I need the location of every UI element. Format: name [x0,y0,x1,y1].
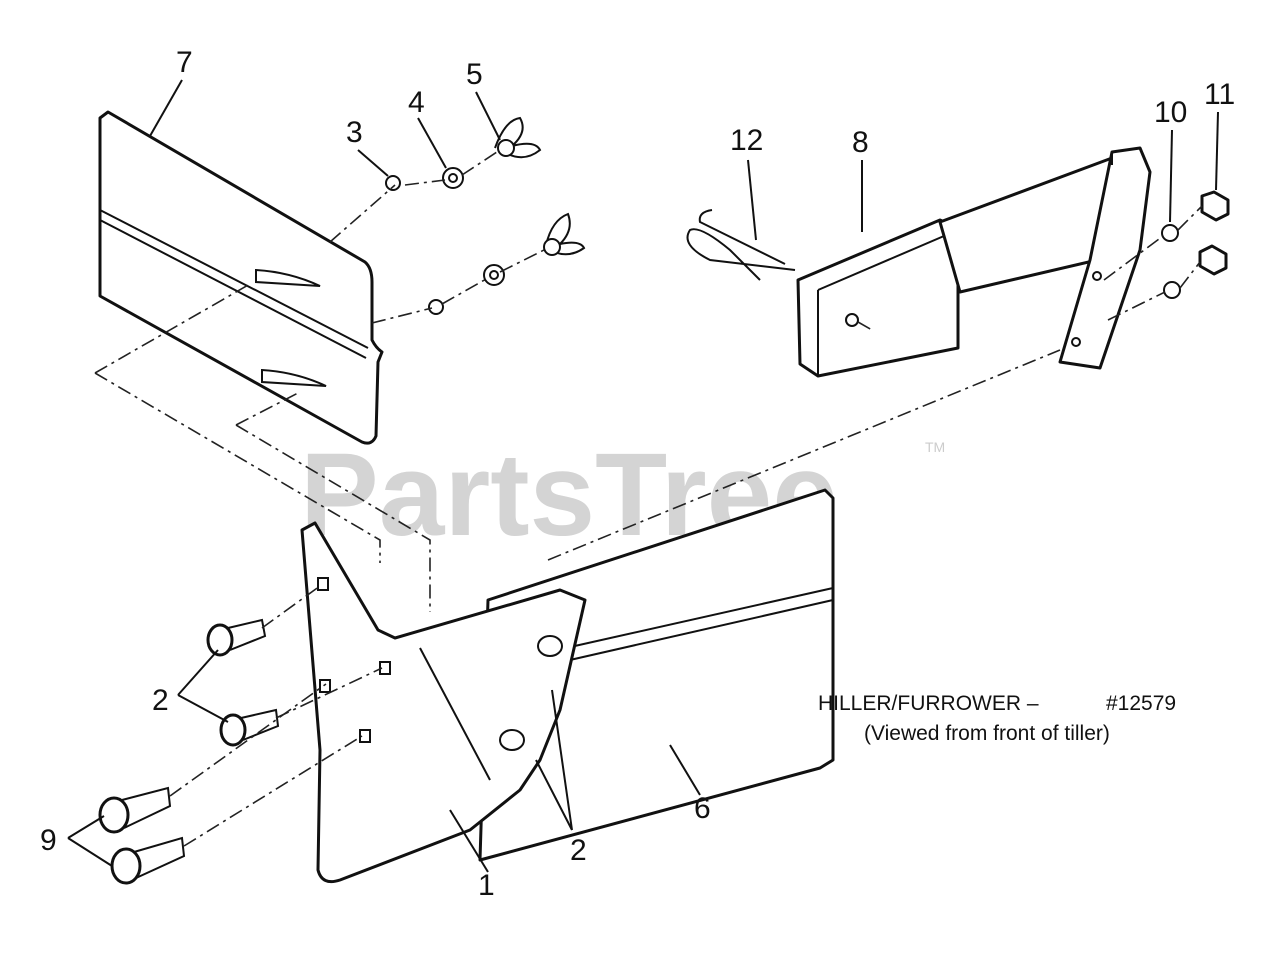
part-2-fasteners [206,618,280,747]
part-7-wing-plate [98,110,384,445]
caption-title: HILLER/FURROWER – [818,692,1039,715]
watermark-trademark: TM [925,439,945,455]
hardware-10-11 [1161,190,1230,299]
callout-9: 9 [40,824,57,857]
callout-7: 7 [176,46,193,79]
diagram-caption: HILLER/FURROWER – #12579 (Viewed from fr… [818,692,1176,745]
callout-6: 6 [694,792,711,825]
leader-lines [67,79,1219,873]
part-8-bracket-plate [796,218,960,378]
caption-part-number: #12579 [1106,692,1176,715]
alignment-lines [94,149,1203,847]
part-1-main-body [300,521,587,884]
callout-labels: 7 3 4 5 12 8 10 11 2 9 1 2 6 [40,46,1235,902]
callout-3: 3 [346,116,363,149]
callout-11: 11 [1204,78,1235,111]
callout-4: 4 [408,86,425,119]
hardware-3-4-5-upper [385,116,542,191]
part-9-fasteners [98,786,186,885]
caption-subtitle: (Viewed from front of tiller) [864,722,1110,745]
callout-8: 8 [852,126,869,159]
part-12-hairpin-clip [686,209,796,281]
hardware-3-4-5-lower [428,212,586,315]
callout-5: 5 [466,58,483,91]
callout-1: 1 [478,869,495,902]
callout-2-left: 2 [152,684,169,717]
callout-2-right: 2 [570,834,587,867]
callout-10: 10 [1154,96,1187,129]
callout-12: 12 [730,124,763,157]
mounting-bar [938,146,1152,370]
